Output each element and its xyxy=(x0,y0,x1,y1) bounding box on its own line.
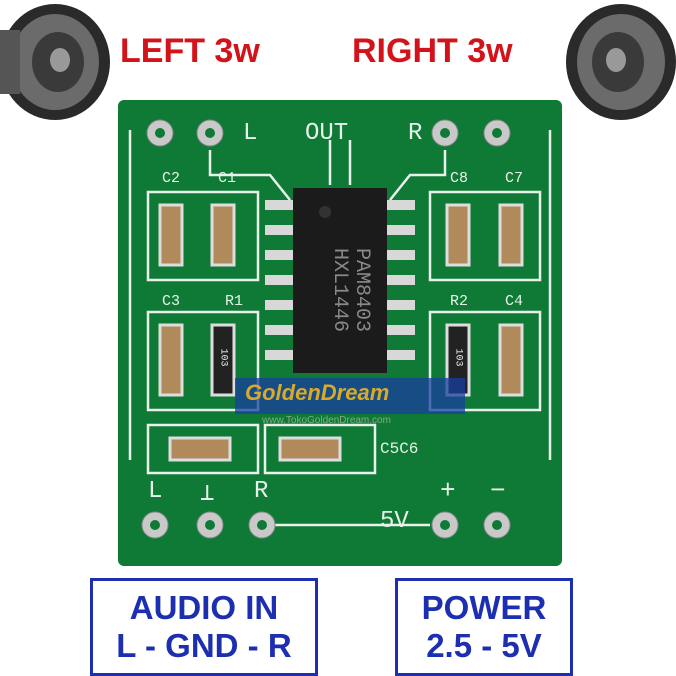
silkscreen-traces xyxy=(128,130,552,527)
chip-lot-code: HXL1446 xyxy=(328,247,351,332)
chip-marking: PAM8403 HXL1446 xyxy=(328,190,373,390)
watermark-url: www.TokoGoldenDream.com xyxy=(262,415,391,426)
silk-minus: − xyxy=(490,476,506,506)
resistor-code-r1: 103 xyxy=(217,348,229,367)
silk-c5c6: C5C6 xyxy=(380,440,419,458)
silk-c4: C4 xyxy=(505,293,524,310)
right-speaker-icon xyxy=(566,4,676,120)
power-title: POWER xyxy=(421,589,547,626)
silk-r2: R2 xyxy=(450,293,469,310)
smd-components xyxy=(158,203,524,462)
pin-holes xyxy=(141,119,511,539)
silk-c1: C1 xyxy=(218,170,237,187)
audio-in-box: AUDIO IN L - GND - R xyxy=(90,578,318,676)
silk-in-l: L xyxy=(148,478,163,505)
silk-5v: 5V xyxy=(380,508,409,535)
power-box: POWER 2.5 - 5V xyxy=(395,578,573,676)
silk-c3: C3 xyxy=(162,293,181,310)
left-channel-label: LEFT 3w xyxy=(120,32,260,70)
audio-in-pins: L - GND - R xyxy=(116,627,292,664)
silk-in-r: R xyxy=(254,478,269,505)
silk-r1: R1 xyxy=(225,293,244,310)
watermark-brand: GoldenDream xyxy=(245,380,390,405)
silk-plus: + xyxy=(440,476,456,506)
power-voltage: 2.5 - 5V xyxy=(426,627,542,664)
silk-l: L xyxy=(243,120,258,147)
ic-chip xyxy=(265,188,415,373)
silk-r: R xyxy=(408,120,423,147)
silk-c2: C2 xyxy=(162,170,181,187)
chip-part-number: PAM8403 xyxy=(350,247,373,332)
silk-out: OUT xyxy=(305,120,349,147)
silk-c7: C7 xyxy=(505,170,524,187)
silk-in-gnd: ⊥ xyxy=(200,481,215,508)
right-channel-label: RIGHT 3w xyxy=(352,32,513,70)
silk-c8: C8 xyxy=(450,170,469,187)
resistor-code-r2: 103 xyxy=(452,348,464,367)
audio-in-title: AUDIO IN xyxy=(129,589,279,626)
left-speaker-icon xyxy=(0,4,110,120)
watermark-band xyxy=(235,378,465,414)
